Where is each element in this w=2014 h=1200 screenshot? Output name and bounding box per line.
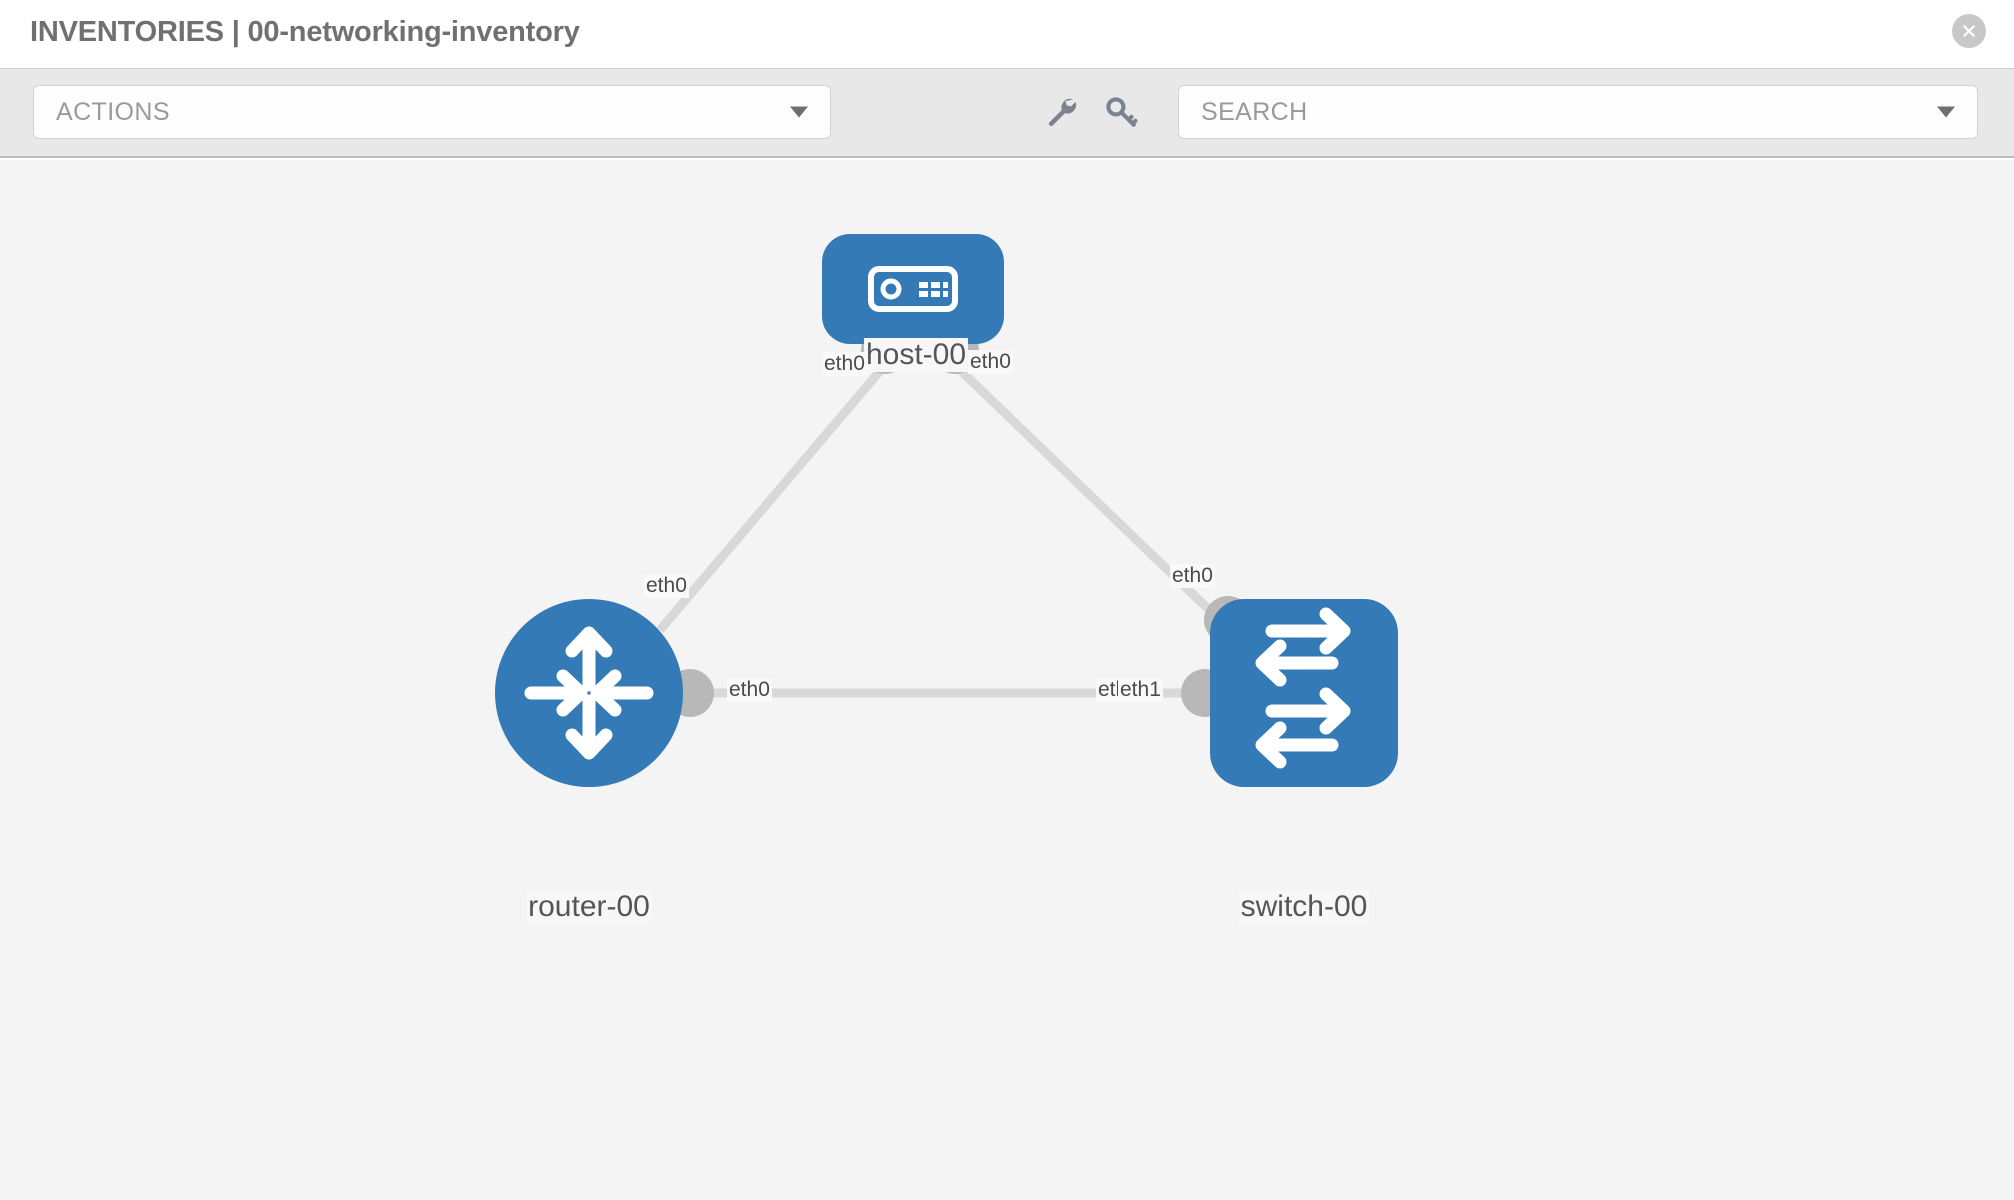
edge-host00-router00[interactable] (656, 362, 889, 633)
page-header: INVENTORIES | 00-networking-inventory (0, 0, 2014, 68)
chevron-down-icon[interactable] (1937, 106, 1955, 118)
edge-label-host00-eth0-right: eth0 (968, 350, 1013, 374)
search-placeholder: SEARCH (1201, 97, 1308, 126)
actions-dropdown[interactable]: ACTIONS (33, 85, 831, 139)
key-icon (1106, 97, 1138, 127)
toolbar: ACTIONS SEARCH (0, 68, 2014, 158)
node-switch-00[interactable] (1210, 599, 1398, 787)
router-arrows-icon (524, 626, 654, 760)
edge-label-switch00-eth0-up: eth0 (1170, 564, 1215, 588)
key-button[interactable] (1100, 91, 1142, 133)
node-label-router-00: router-00 (526, 890, 652, 924)
wrench-icon (1048, 98, 1077, 127)
edge-label-switch00-eth1-left: eth1 (1118, 678, 1163, 702)
topology-edges (656, 361, 1234, 698)
edge-label-host00-eth0-left: eth0 (822, 352, 867, 376)
node-host-00[interactable] (822, 234, 1004, 344)
page-title: INVENTORIES | 00-networking-inventory (30, 16, 580, 48)
server-icon (868, 266, 958, 312)
search-input[interactable]: SEARCH (1178, 85, 1978, 139)
switch-arrows-icon (1255, 607, 1351, 769)
edge-host00-switch00[interactable] (951, 361, 1234, 634)
actions-dropdown-label: ACTIONS (56, 97, 170, 126)
node-label-switch-00: switch-00 (1238, 890, 1370, 924)
close-button[interactable] (1952, 14, 1986, 48)
wrench-button[interactable] (1042, 91, 1084, 133)
node-router-00[interactable] (495, 599, 683, 787)
close-icon (1963, 25, 1975, 37)
chevron-down-icon (790, 106, 808, 118)
edge-label-router00-eth0-right: eth0 (727, 678, 772, 702)
edge-label-router00-eth0-up: eth0 (644, 574, 689, 598)
topology-canvas[interactable]: host-00 router-00 switch-00 eth0 eth0 et… (0, 160, 2014, 1200)
topology-graph (495, 234, 1398, 787)
node-label-host-00: host-00 (863, 338, 969, 372)
